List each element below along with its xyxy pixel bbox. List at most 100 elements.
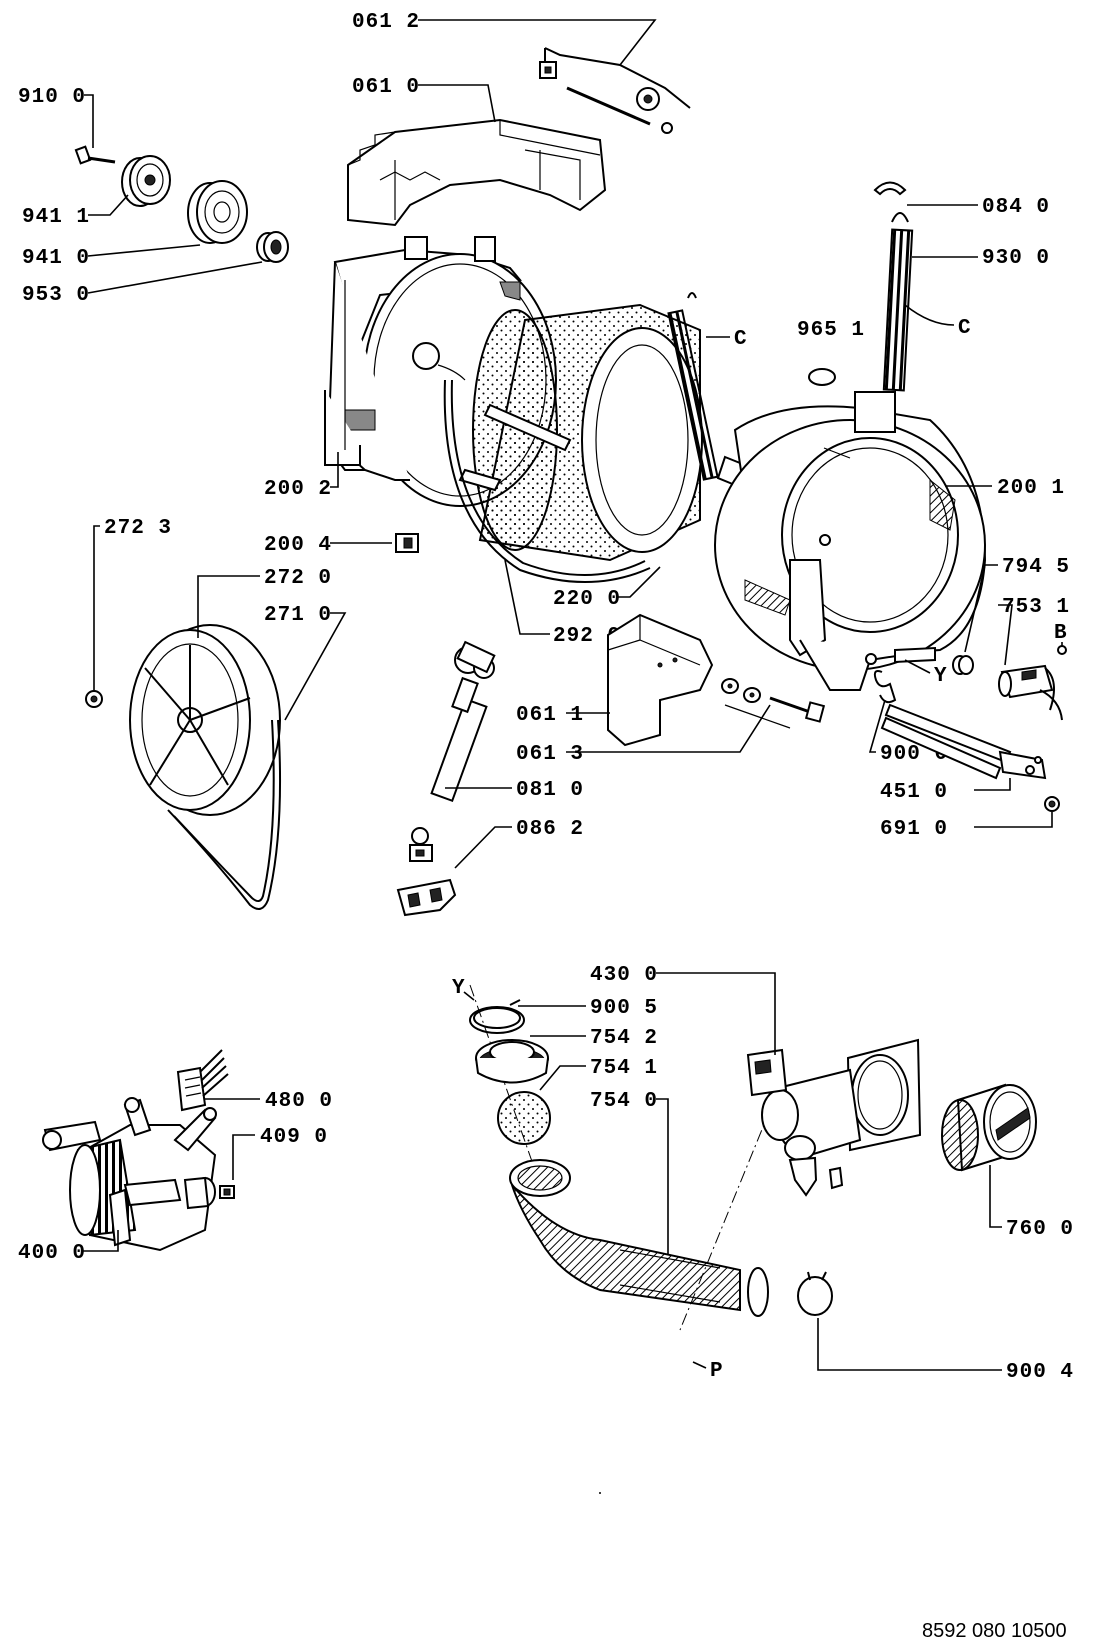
callout-6910: 691 0 [880,812,1053,841]
absorber-bracket-part [396,878,457,917]
callout-9004: 900 4 [817,1318,1073,1384]
part-number-label: 271 0 [264,604,332,627]
plug-part [808,368,836,386]
callout-9005: 900 5 [518,997,658,1020]
callout-0810: 081 0 [445,779,584,802]
part-number-label: 430 0 [590,964,658,987]
heater-nut-part [1044,796,1060,812]
callout-4510: 451 0 [880,778,1011,804]
part-number-label: 930 0 [982,247,1050,270]
callout-letter: B [1054,622,1068,645]
callout-letter: C [734,328,748,351]
part-number-label: 900 5 [590,997,658,1020]
callout-2200: 220 0 [553,566,661,611]
part-number-label: 941 1 [22,206,90,229]
part-number-label: 941 0 [22,247,90,270]
heating-element-part [880,703,1047,780]
part-number-label: 451 0 [880,781,948,804]
part-number-label: 953 0 [22,284,90,307]
callout-7540: 754 0 [590,1090,669,1255]
part-number-label: 061 1 [516,704,584,727]
part-number-label: 754 0 [590,1090,658,1113]
callout-2004: 200 4 [264,534,392,557]
part-number-label: 480 0 [265,1090,333,1113]
callout-0862: 086 2 [454,818,584,869]
callout-b: B [1054,622,1068,646]
front-tub-part [714,391,987,691]
counterweight-front-part [607,613,714,747]
callout-7542: 754 2 [530,1027,657,1050]
part-number-label: 061 0 [352,76,420,99]
callout-7531: 753 1 [998,596,1070,666]
part-number-label: 200 4 [264,534,332,557]
callout-7600: 760 0 [989,1165,1074,1241]
part-number-label: 400 0 [18,1242,86,1265]
callout-0840: 084 0 [907,196,1050,219]
pulley-part [129,624,281,816]
callout-0612: 061 2 [352,11,657,66]
callout-9651: 965 1 [797,319,865,342]
bolt-part [74,145,116,165]
nut-part [85,690,103,708]
callout-letter: Y [452,977,466,1000]
motor-connector-part [176,1049,229,1112]
drain-filter-part [941,1083,1037,1172]
callout-c-left: C [706,328,748,351]
bearing-large-part [187,180,248,244]
bearing-small-part [121,155,171,207]
motor-part [42,1097,217,1252]
part-number-label: 965 1 [797,319,865,342]
motor-clip-part [219,1185,235,1199]
part-number-label: 910 0 [18,86,86,109]
callout-4000: 400 0 [18,1230,119,1265]
drum-part [458,303,703,562]
rod-bracket-part [539,47,691,134]
part-number-label: 754 1 [590,1057,658,1080]
part-number-label: 200 1 [997,477,1065,500]
outlet-clamp-part [797,1271,833,1316]
part-number-label: 760 0 [1006,1218,1074,1241]
part-number-label: 794 5 [1002,556,1070,579]
callout-9300: 930 0 [912,247,1050,270]
callout-9411: 941 1 [22,194,129,229]
part-number-label: 691 0 [880,818,948,841]
part-number-label: 084 0 [982,196,1050,219]
part-number-label: 272 3 [104,517,172,540]
part-number-label: 081 0 [516,779,584,802]
counterweight-top-part [347,118,607,227]
callout-2720: 272 0 [197,567,331,638]
document-number: 8592 080 10500 [922,1620,1067,1642]
callout-2001: 200 1 [945,477,1065,500]
part-number-label: 220 0 [553,588,621,611]
clamp-ring-part [443,379,651,583]
callout-letter: P [710,1360,724,1383]
part-number-label: 753 1 [1002,596,1070,619]
clip-part [395,533,419,553]
part-number-label: 061 2 [352,11,420,34]
part-number-label: 086 2 [516,818,584,841]
callout-4800: 480 0 [205,1090,333,1113]
callout-2723: 272 3 [93,517,172,690]
grommet-part [952,655,974,675]
callout-y-top: Y [904,659,948,688]
callout-letter: Y [934,665,948,688]
sump-ball-part [497,1091,551,1145]
spring-right-part [873,181,914,392]
sump-hose-part [509,1159,769,1317]
callout-0613: 061 3 [516,704,791,766]
callout-9530: 953 0 [22,261,263,307]
stray-mark [599,1492,601,1494]
temperature-sensor-part [998,645,1067,721]
callout-2710: 271 0 [264,604,347,721]
spring-clip-part [873,670,897,704]
callout-y-bottom: Y [452,977,475,1001]
callout-9100: 910 0 [18,86,94,148]
callout-4300: 430 0 [590,964,776,1055]
callout-2920: 292 0 [504,559,620,648]
callout-letter: C [958,317,972,340]
callout-2002: 200 2 [264,452,339,501]
part-number-label: 200 2 [264,478,332,501]
drain-pump-part [746,1038,922,1197]
